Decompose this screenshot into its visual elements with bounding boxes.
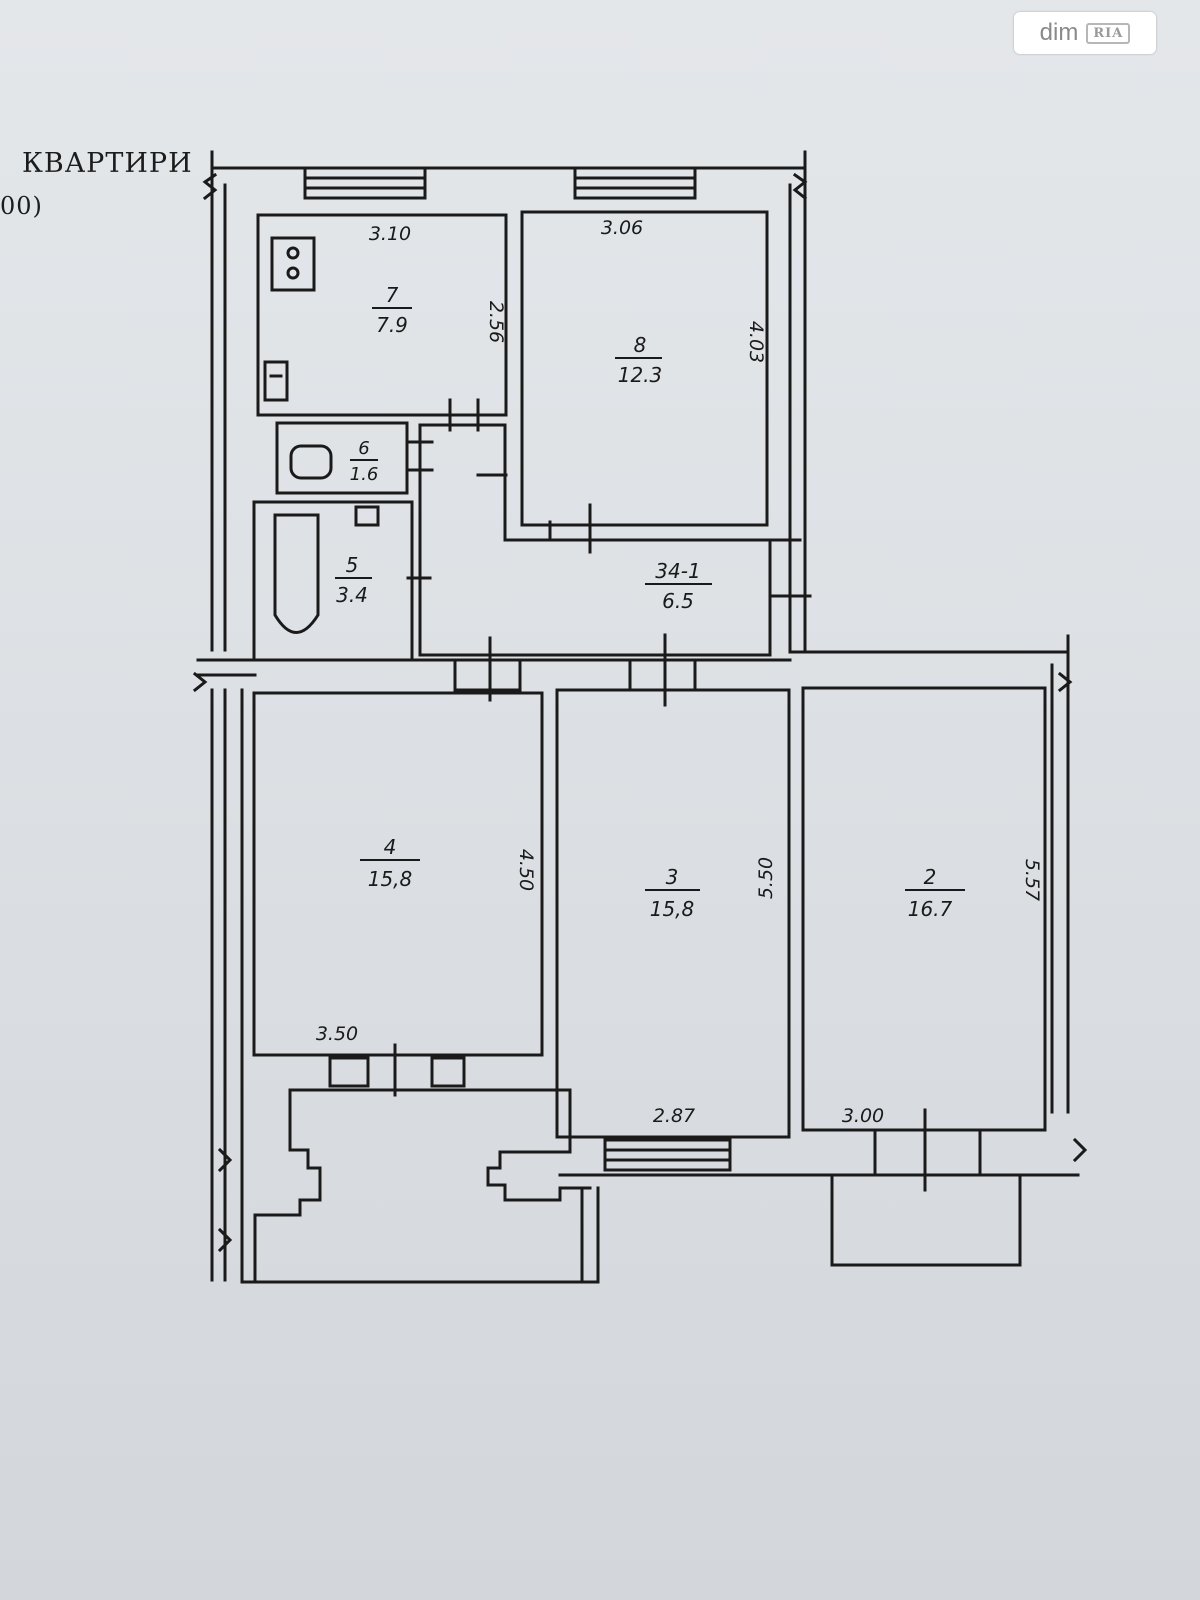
corridor-number: 34-1 bbox=[655, 559, 700, 583]
dim-room2-depth: 5.57 bbox=[1021, 859, 1043, 901]
room-7-walls bbox=[256, 213, 508, 417]
header-title-fragment: КВАРТИРИ bbox=[22, 148, 193, 179]
room-5-area: 3.4 bbox=[336, 583, 368, 607]
room-6-number: 6 bbox=[358, 438, 369, 459]
dimria-watermark: dim RIA bbox=[1014, 12, 1156, 54]
window-top-left bbox=[303, 166, 427, 200]
room-3-area: 15,8 bbox=[650, 897, 695, 921]
watermark-text: dim bbox=[1039, 19, 1079, 46]
room-6-walls bbox=[275, 421, 409, 495]
room-8-number: 8 bbox=[634, 333, 647, 357]
room-2-number: 2 bbox=[924, 865, 937, 889]
dim-room3-width: 2.87 bbox=[653, 1105, 695, 1127]
dim-room7-width: 3.10 bbox=[369, 223, 411, 245]
dim-room3-depth: 5.50 bbox=[755, 857, 777, 899]
door-opening-a bbox=[453, 658, 522, 692]
room-6-area: 1.6 bbox=[350, 464, 379, 485]
corridor-walls bbox=[418, 423, 772, 657]
room-4-walls bbox=[252, 691, 544, 1057]
room-4-area: 15,8 bbox=[368, 867, 413, 891]
stove-symbol bbox=[270, 236, 316, 292]
corridor-area: 6.5 bbox=[662, 589, 694, 613]
watermark-badge: RIA bbox=[1086, 22, 1131, 44]
window-top-right bbox=[573, 166, 697, 200]
room-7-area: 7.9 bbox=[376, 313, 408, 337]
room-2-area: 16.7 bbox=[908, 897, 953, 921]
door-opening-b bbox=[628, 658, 697, 692]
room-3-number: 3 bbox=[666, 865, 679, 889]
bathtub-symbol bbox=[273, 513, 320, 634]
balcony-door-left bbox=[328, 1056, 370, 1088]
dim-room2-width: 3.00 bbox=[842, 1105, 884, 1127]
dim-room8-width: 3.06 bbox=[601, 217, 643, 239]
loggia-outline bbox=[288, 1088, 592, 1202]
room-5-number: 5 bbox=[346, 553, 359, 577]
room-3-walls bbox=[555, 688, 791, 1139]
toilet-symbol bbox=[289, 444, 333, 480]
room-5-walls bbox=[252, 500, 414, 662]
balcony-door-right bbox=[430, 1056, 466, 1088]
room-8-walls bbox=[520, 210, 769, 527]
dim-room4-depth: 4.50 bbox=[515, 849, 537, 891]
bath-sink-symbol bbox=[354, 505, 380, 527]
room-7-number: 7 bbox=[386, 283, 399, 307]
dim-room7-depth: 2.56 bbox=[485, 301, 507, 343]
header-scale-fragment: 00) bbox=[0, 192, 43, 220]
dim-room4-width: 3.50 bbox=[316, 1023, 358, 1045]
room-8-area: 12.3 bbox=[618, 363, 663, 387]
window-bottom-room3 bbox=[603, 1138, 732, 1172]
sink-symbol bbox=[263, 360, 289, 402]
balcony-room2 bbox=[830, 1173, 1022, 1267]
dim-room8-depth: 4.03 bbox=[745, 321, 767, 363]
room-4-number: 4 bbox=[384, 835, 397, 859]
